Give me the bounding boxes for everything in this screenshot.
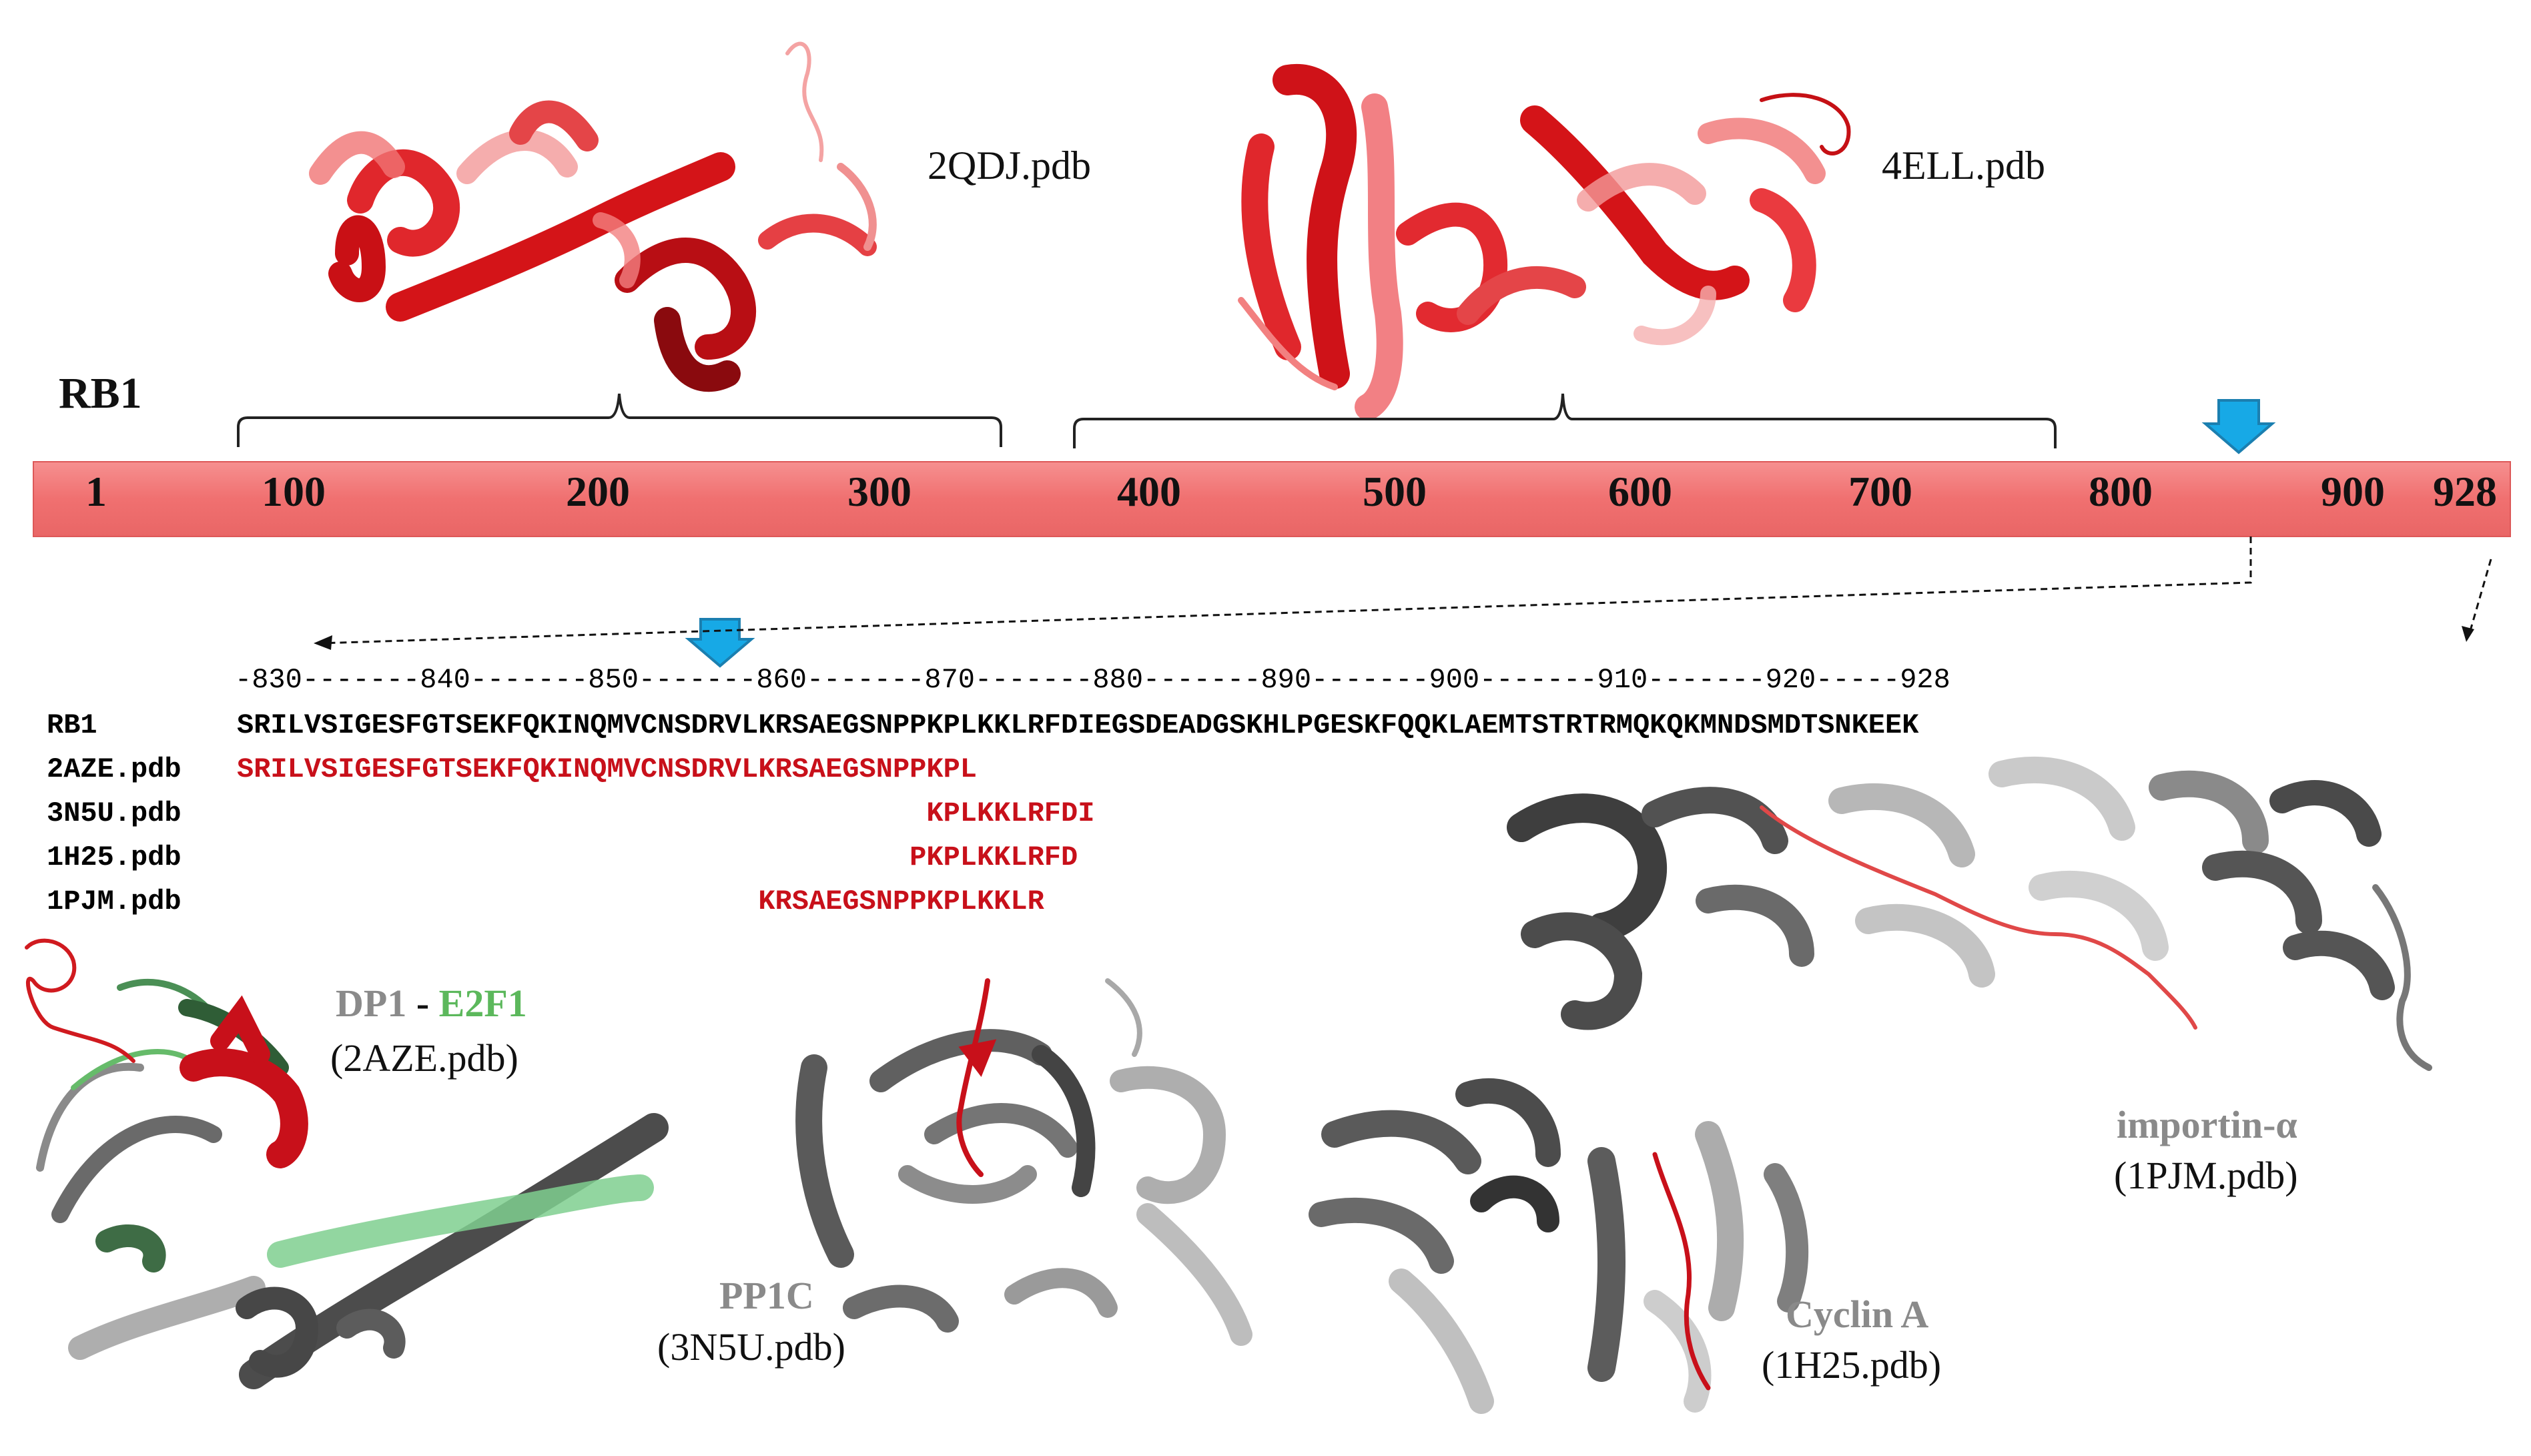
blue-down-arrow-icon bbox=[2205, 400, 2272, 452]
ruler-tick: 200 bbox=[566, 467, 630, 516]
seq-rb1: SRILVSIGESFGTSEKFQKINQMVCNSDRVLKRSAEGSNP… bbox=[237, 711, 1918, 739]
ruler-tick: 300 bbox=[847, 467, 912, 516]
pdb-1h25: (1H25.pdb) bbox=[1762, 1343, 1941, 1387]
zoom-arrowhead bbox=[314, 635, 332, 650]
name-dp1: DP1 bbox=[336, 982, 406, 1025]
seq-name-1h25: 1H25.pdb bbox=[47, 843, 182, 871]
structure-2qdj bbox=[320, 44, 873, 379]
name-separator: - bbox=[406, 982, 438, 1025]
label-dp1-e2f1: DP1 - E2F1 bbox=[336, 981, 527, 1026]
sequence-scale: -830-------840-------850-------860------… bbox=[235, 666, 1950, 694]
ruler-tick: 700 bbox=[1848, 467, 1912, 516]
ruler-tick: 600 bbox=[1608, 467, 1672, 516]
structure-1h25 bbox=[1321, 1091, 1797, 1401]
figure-title: RB1 bbox=[59, 368, 142, 419]
zoom-line-left bbox=[320, 536, 2251, 643]
seq-name-2aze: 2AZE.pdb bbox=[47, 755, 182, 783]
seq-name-rb1: RB1 bbox=[47, 711, 97, 739]
ruler-tick: 1 bbox=[85, 467, 107, 516]
ruler-tick: 500 bbox=[1363, 467, 1427, 516]
name-importin-alpha: importin-α bbox=[2117, 1102, 2297, 1147]
structure-1pjm bbox=[1521, 770, 2429, 1068]
pdb-1pjm: (1PJM.pdb) bbox=[2114, 1153, 2298, 1198]
name-e2f1: E2F1 bbox=[439, 982, 527, 1025]
ruler-tick: 900 bbox=[2321, 467, 2385, 516]
structure-3n5u bbox=[809, 981, 1241, 1335]
ruler-tick: 400 bbox=[1117, 467, 1181, 516]
blue-down-arrow-icon bbox=[689, 619, 751, 666]
ruler-tick: 800 bbox=[2089, 467, 2153, 516]
seq-1pjm: KRSAEGSNPPKPLKKLR bbox=[758, 887, 1044, 916]
seq-name-1pjm: 1PJM.pdb bbox=[47, 887, 182, 916]
seq-2aze: SRILVSIGESFGTSEKFQKINQMVCNSDRVLKRSAEGSNP… bbox=[237, 755, 977, 783]
name-cyclin-a: Cyclin A bbox=[1786, 1292, 1928, 1337]
seq-1h25: PKPLKKLRFD bbox=[910, 843, 1078, 871]
brace-4ell bbox=[1074, 394, 2055, 448]
zoom-arrowhead bbox=[2462, 626, 2474, 642]
label-2qdj: 2QDJ.pdb bbox=[928, 143, 1091, 189]
name-pp1c: PP1C bbox=[719, 1273, 814, 1318]
seq-name-3n5u: 3N5U.pdb bbox=[47, 799, 182, 827]
label-4ell: 4ELL.pdb bbox=[1882, 143, 2045, 189]
ruler-tick: 928 bbox=[2433, 467, 2497, 516]
ruler-tick: 100 bbox=[262, 467, 326, 516]
zoom-line-right bbox=[2469, 559, 2491, 635]
structure-4ell bbox=[1241, 79, 1848, 407]
brace-2qdj bbox=[238, 394, 1001, 447]
pdb-3n5u: (3N5U.pdb) bbox=[657, 1325, 845, 1369]
pdb-2aze: (2AZE.pdb) bbox=[330, 1036, 518, 1080]
seq-3n5u: KPLKKLRFDI bbox=[926, 799, 1094, 827]
